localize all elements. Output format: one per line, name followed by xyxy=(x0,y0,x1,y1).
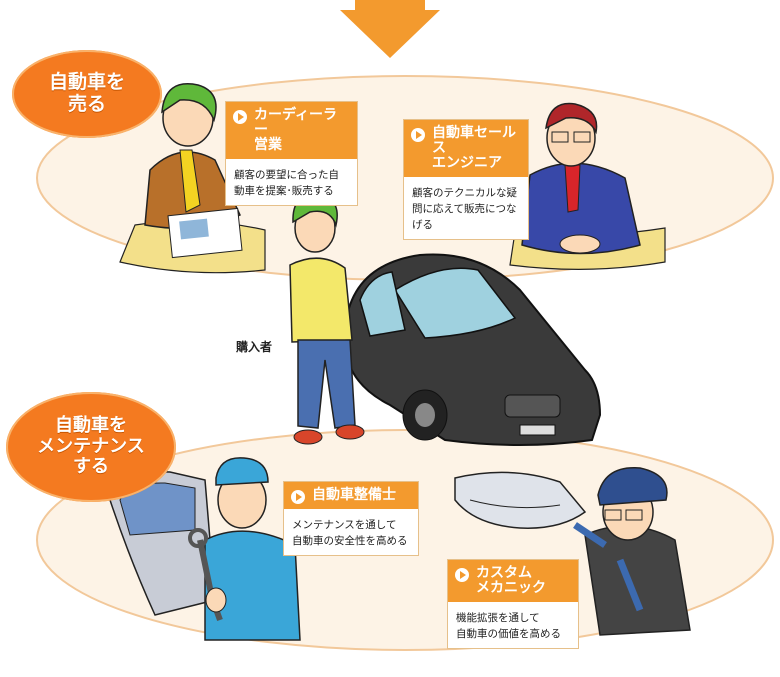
sell-label-line-1: 自動車を xyxy=(48,71,125,94)
sales-engineer-card: 自動車セールス エンジニア 顧客のテクニカルな疑 問に応えて販売につな げる xyxy=(403,119,529,240)
sales-engineer-card-title: 自動車セールス エンジニア xyxy=(404,120,528,177)
car-door-illustration xyxy=(109,471,216,616)
mechanic-card-description: メンテナンスを通して 自動車の安全性を高める xyxy=(284,509,418,555)
custom-mechanic-figure xyxy=(573,467,691,636)
mechanic-card: 自動車整備士 メンテナンスを通して 自動車の安全性を高める xyxy=(283,481,419,556)
dealer-title-line-2: 営業 xyxy=(254,137,282,153)
sell-section-bubble: 自動車を 売る xyxy=(12,50,162,138)
dealer-card-title: カーディーラー 営業 xyxy=(226,102,357,159)
dealer-desc-line-2: 動車を提案･販売する xyxy=(234,185,334,197)
sales-engineer-figure xyxy=(521,102,641,255)
maintain-label-line-2: メンテナンス xyxy=(37,435,145,457)
mechanic-figure xyxy=(188,457,301,641)
mechanic-title-line-1: 自動車整備士 xyxy=(312,487,396,503)
dealer-title-line-1: カーディーラー xyxy=(254,107,338,138)
custom-mechanic-desc-line-1: 機能拡張を通して xyxy=(456,612,540,624)
mechanic-desc-line-2: 自動車の安全性を高める xyxy=(292,535,408,547)
custom-mechanic-title-line-1: カスタム xyxy=(476,565,532,581)
maintain-label-line-1: 自動車を xyxy=(55,414,127,436)
sales-engineer-desc-line-1: 顧客のテクニカルな疑 xyxy=(412,187,517,199)
down-arrow-icon xyxy=(340,0,440,58)
sales-engineer-title-line-2: エンジニア xyxy=(432,155,502,171)
custom-mechanic-card-description: 機能拡張を通して 自動車の価値を高める xyxy=(448,602,578,648)
sales-engineer-card-description: 顧客のテクニカルな疑 問に応えて販売につな げる xyxy=(404,177,528,239)
car-illustration xyxy=(343,253,602,446)
sales-engineer-desc-line-3: げる xyxy=(412,219,433,231)
mechanic-card-title: 自動車整備士 xyxy=(284,482,418,509)
sell-label-line-2: 売る xyxy=(67,93,106,115)
dealer-desc-line-1: 顧客の要望に合った自 xyxy=(234,169,339,181)
dealer-card-description: 顧客の要望に合った自 動車を提案･販売する xyxy=(226,159,357,205)
play-triangle-icon xyxy=(233,110,247,124)
maintain-label-line-3: する xyxy=(73,456,109,478)
sales-engineer-desc-line-2: 問に応えて販売につな xyxy=(412,203,517,215)
mechanic-desc-line-1: メンテナンスを通して xyxy=(292,519,397,531)
custom-mechanic-title-line-2: メカニック xyxy=(476,580,546,596)
buyer-label: 購入者 xyxy=(236,340,273,354)
dealer-card: カーディーラー 営業 顧客の要望に合った自 動車を提案･販売する xyxy=(225,101,358,206)
custom-mechanic-desc-line-2: 自動車の価値を高める xyxy=(456,628,561,640)
play-triangle-icon xyxy=(411,128,425,142)
custom-mechanic-card: カスタム メカニック 機能拡張を通して 自動車の価値を高める xyxy=(447,559,579,649)
custom-mechanic-card-title: カスタム メカニック xyxy=(448,560,578,602)
sales-engineer-title-line-1: 自動車セールス xyxy=(432,125,516,156)
dealer-figure xyxy=(144,83,243,259)
bumper-illustration xyxy=(454,471,587,529)
play-triangle-icon xyxy=(291,490,305,504)
play-triangle-icon xyxy=(455,568,469,582)
maintain-section-bubble: 自動車を メンテナンス する xyxy=(6,392,176,502)
